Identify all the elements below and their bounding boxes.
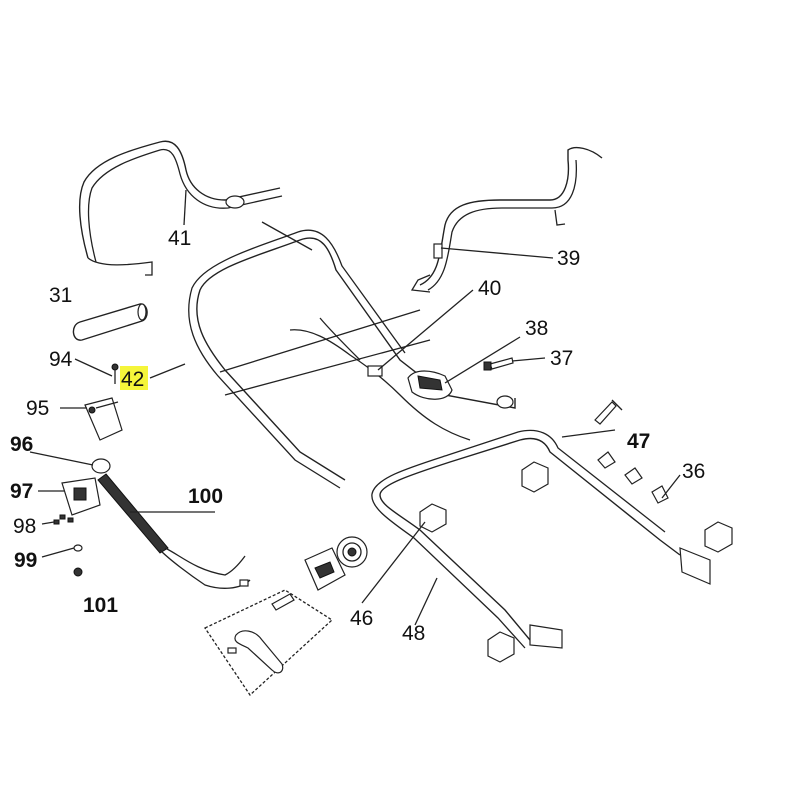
callout-labels: 41 39 31 40 38 94 42 37 95 47 96 36 97 1… <box>10 227 705 645</box>
handle-detail-box <box>204 589 334 696</box>
part-41-bail-bar <box>79 140 283 276</box>
part-95-housing <box>84 397 123 441</box>
part-38-lever <box>407 370 453 400</box>
part-97-switch <box>61 477 101 516</box>
callout-42-highlight <box>120 366 148 390</box>
starter-assembly <box>271 536 368 611</box>
callout-100: 100 <box>188 485 223 508</box>
part-47-bolt <box>594 399 623 425</box>
part-40-cable <box>289 317 471 441</box>
part-37-bolt <box>483 357 514 371</box>
callout-39: 39 <box>557 247 580 270</box>
callout-95: 95 <box>26 397 49 420</box>
part-98-pins <box>53 514 74 525</box>
callout-42: 42 <box>121 368 144 391</box>
part-46-knobs <box>419 461 733 663</box>
callout-48: 48 <box>402 622 425 645</box>
part-42-upper-handle <box>188 221 516 489</box>
part-99-washer <box>73 544 83 552</box>
part-36-clips <box>597 451 669 504</box>
leader-lines <box>29 189 681 626</box>
part-48-lower-handle <box>371 429 711 649</box>
callout-97: 97 <box>10 480 33 503</box>
callout-36: 36 <box>682 460 705 483</box>
callout-37: 37 <box>550 347 573 370</box>
part-101-nut <box>73 567 83 577</box>
part-100-cable <box>91 458 251 589</box>
part-39-bail-bar <box>410 146 603 293</box>
callout-96: 96 <box>10 433 33 456</box>
callout-98: 98 <box>13 515 36 538</box>
callout-41: 41 <box>168 227 191 250</box>
part-31-grip <box>72 303 148 341</box>
callout-101: 101 <box>83 594 118 617</box>
callout-31: 31 <box>49 284 72 307</box>
callout-94: 94 <box>49 348 73 371</box>
callout-47: 47 <box>627 430 650 453</box>
callout-99: 99 <box>14 549 37 572</box>
callout-40: 40 <box>478 277 501 300</box>
part-94-screw <box>111 363 119 384</box>
callout-46: 46 <box>350 607 373 630</box>
callout-38: 38 <box>525 317 548 340</box>
